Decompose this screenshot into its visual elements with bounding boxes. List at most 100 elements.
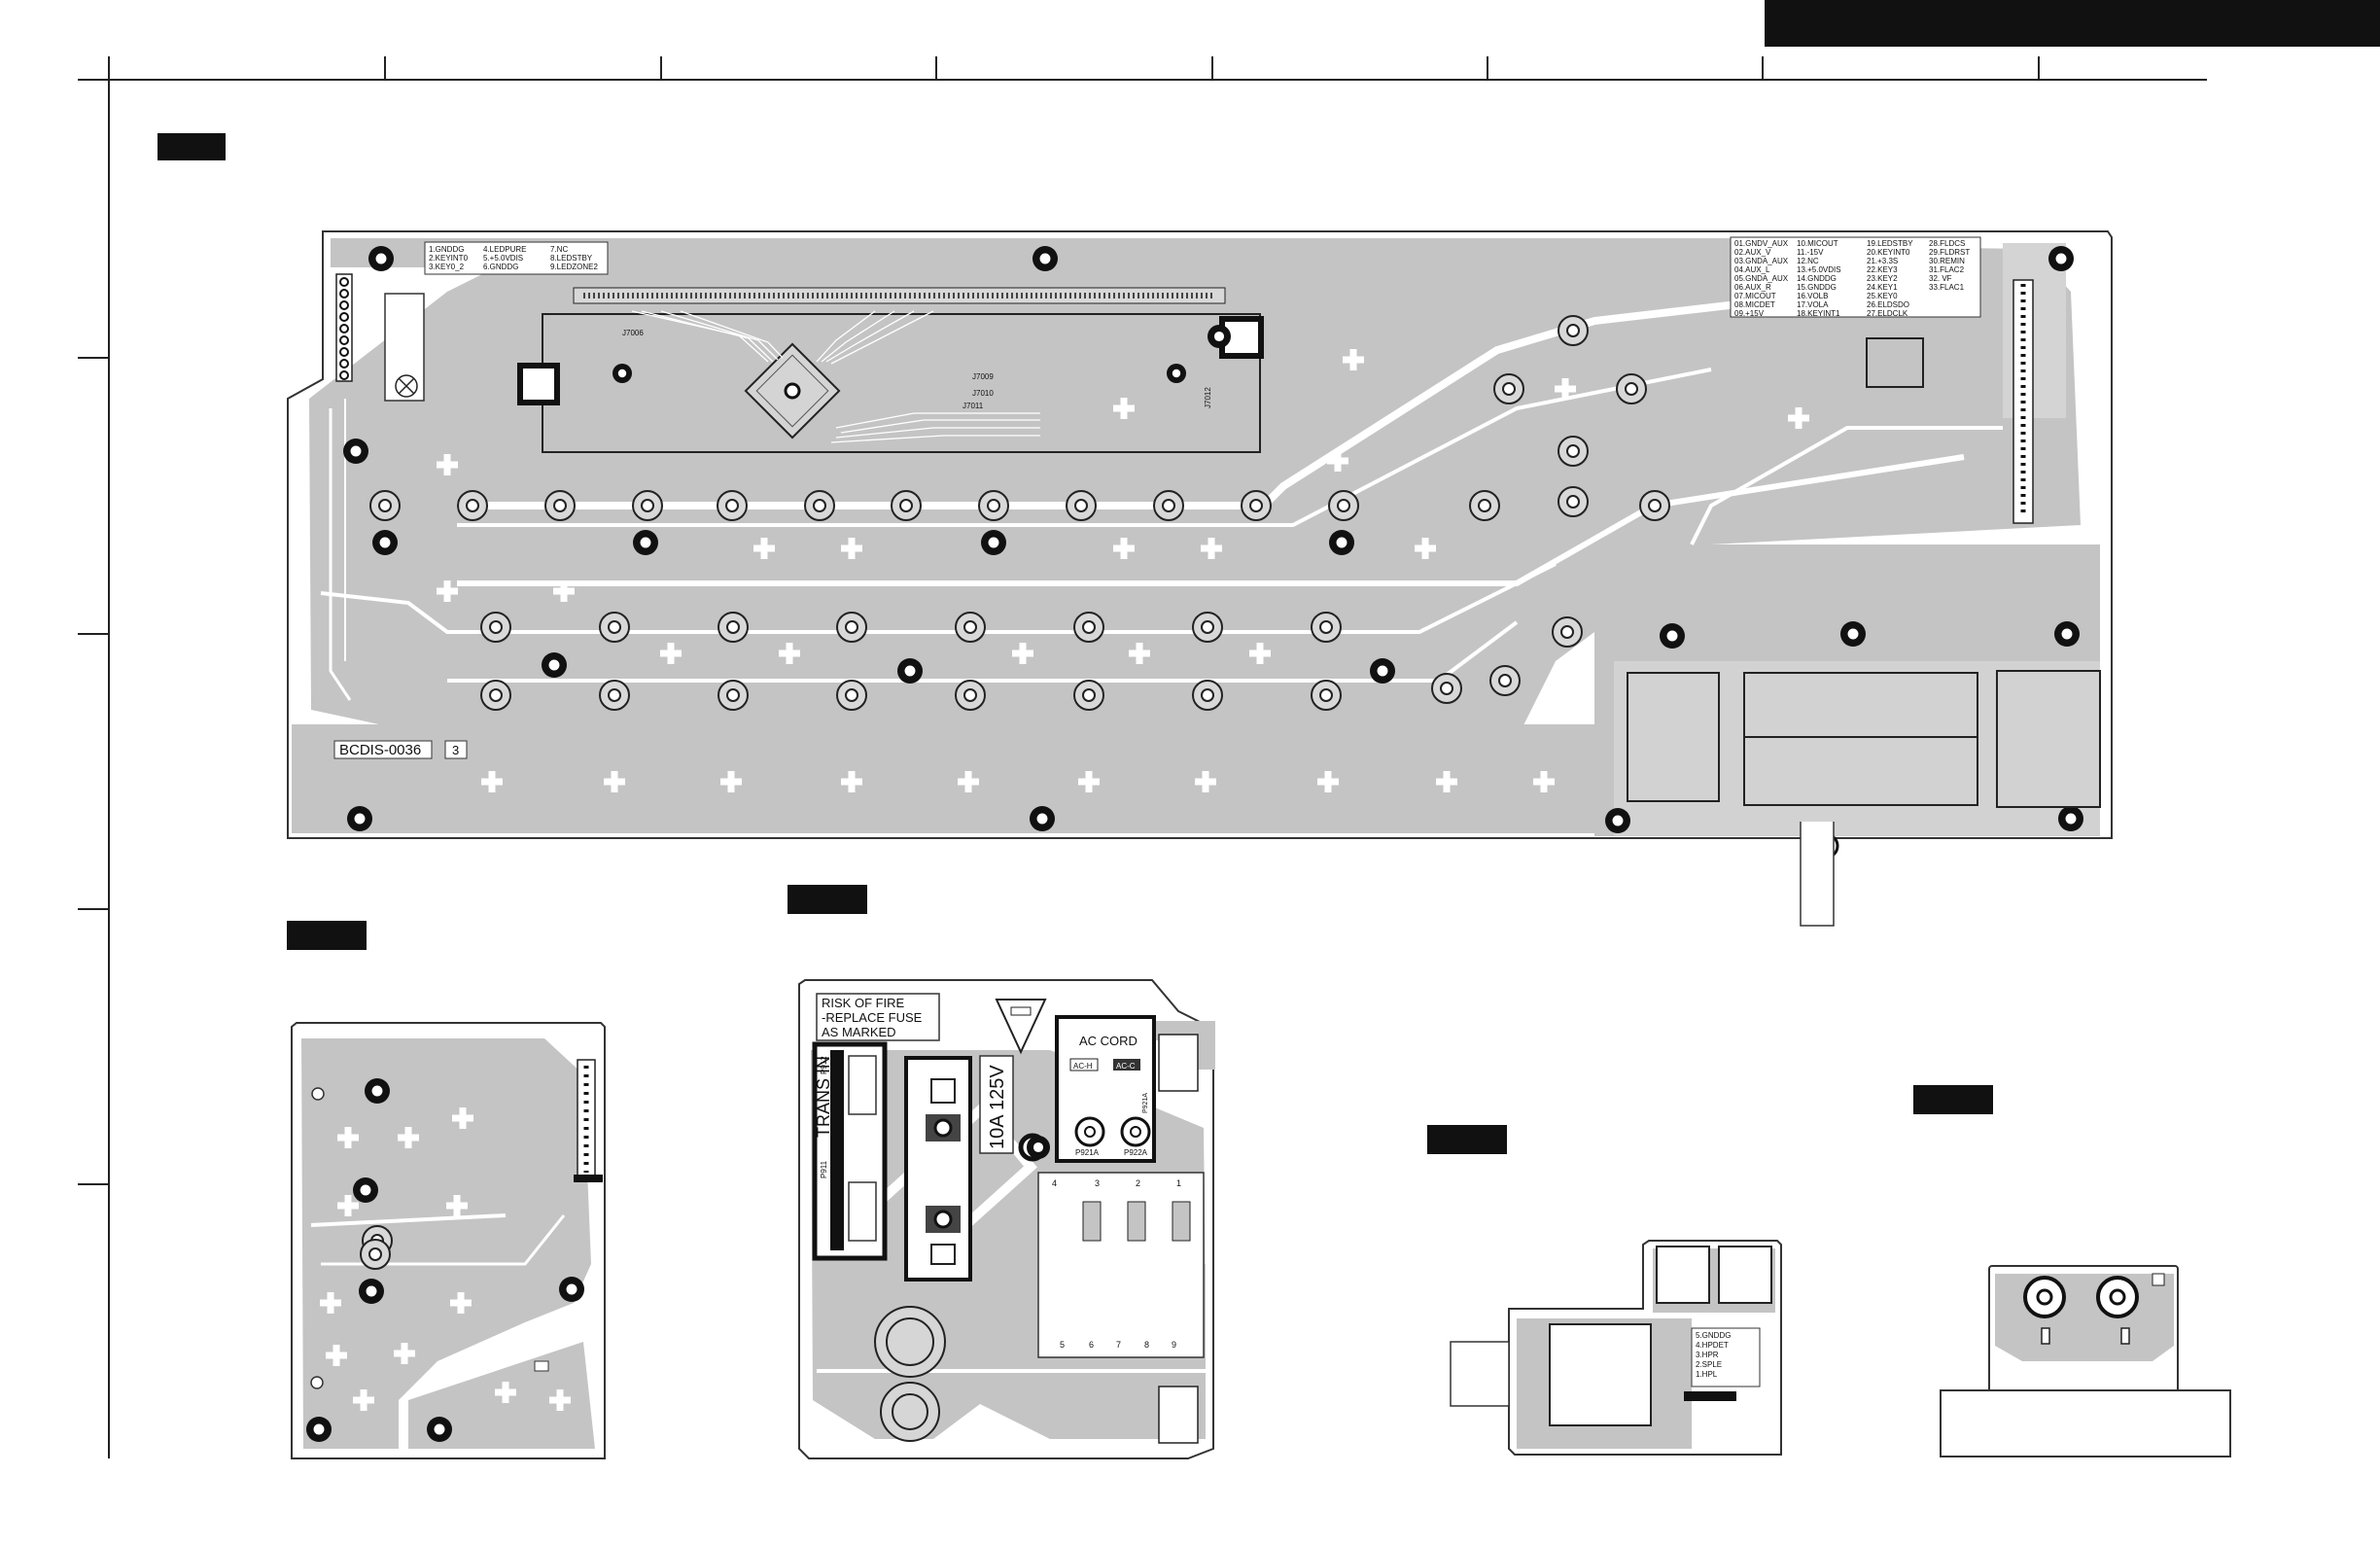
legend-left-item: 7.NC [550, 245, 568, 254]
thermal-cross [1327, 450, 1348, 472]
legend-right-item: 32. VF [1929, 274, 1952, 283]
tact-switch-center [845, 620, 858, 634]
thermal-cross [958, 771, 979, 792]
tact-switch-center [726, 620, 740, 634]
thermal-cross [1788, 407, 1809, 429]
main-front-board: 1.GNDDG 2.KEYINT0 3.KEY0_2 4.LEDPURE 5.+… [287, 230, 2113, 927]
tact-switch-center [608, 620, 621, 634]
warning-line: -REPLACE FUSE [822, 1010, 923, 1025]
fuse-rating: 10A 125V [987, 1065, 1008, 1149]
relay-pin: 7 [1116, 1340, 1121, 1350]
thermal-cross [1317, 771, 1339, 792]
legend-right-item: 29.FLDRST [1929, 248, 1970, 257]
power-board: RISK OF FIRE -REPLACE FUSE AS MARKED TRA… [798, 979, 1215, 1459]
legend-right-item: 16.VOLB [1797, 292, 1828, 300]
mounting-hole-center [313, 1423, 325, 1435]
jack-cluster [1627, 670, 2101, 927]
relay-pin: 1 [1176, 1178, 1181, 1188]
mounting-holes [343, 246, 2083, 833]
tact-switch-center [725, 499, 739, 512]
thermal-cross [1436, 771, 1457, 792]
tact-switch-center [1082, 620, 1096, 634]
tact-switch-center [608, 688, 621, 702]
mounting-hole-center [1377, 665, 1388, 677]
tact-switch-center [489, 688, 503, 702]
tact-switch-center [1566, 444, 1580, 458]
mounting-hole-center [1172, 369, 1181, 378]
hp-pin: 4.HPDET [1696, 1341, 1729, 1350]
thermal-cross [779, 643, 800, 664]
section-tag-power [788, 885, 867, 914]
legend-left-item: 6.GNDDG [483, 263, 518, 271]
legend-right-item: 05.GNDA_AUX [1734, 274, 1789, 283]
rca-jack-board [1940, 1265, 2231, 1457]
thermal-cross [394, 1343, 415, 1364]
relay-pin: 3 [1095, 1178, 1100, 1188]
thermal-cross [1343, 349, 1364, 370]
tact-switch-center [378, 499, 392, 512]
tact-switch-center [1625, 382, 1638, 396]
section-tag-headphone [1427, 1125, 1507, 1154]
tact-switch-center [1560, 625, 1574, 639]
mounting-hole-center [1039, 253, 1051, 264]
jumper-label: J7011 [962, 402, 984, 410]
tact-switch-center [1337, 499, 1350, 512]
mounting-hole-center [640, 537, 651, 548]
legend-right-item: 11.-15V [1797, 248, 1824, 257]
tact-switch-center [963, 620, 977, 634]
legend-right-item: 19.LEDSTBY [1867, 239, 1913, 248]
tact-switch-center [813, 499, 826, 512]
thermal-cross [1113, 538, 1135, 559]
tact-switch-center [553, 499, 567, 512]
mounting-hole-center [617, 369, 627, 378]
mounting-hole-center [1612, 815, 1624, 826]
legend-right-item: 15.GNDDG [1797, 283, 1837, 292]
thermal-cross [604, 771, 625, 792]
pin-legend-right: 01.GNDV_AUX 02.AUX_V 03.GNDA_AUX 04.AUX_… [1730, 236, 1981, 318]
thermal-cross [1249, 643, 1271, 664]
ac-terminal: AC-H [1073, 1062, 1093, 1071]
thermal-cross [437, 454, 458, 475]
tact-switch-center [368, 1247, 382, 1261]
legend-right-item: 20.KEYINT0 [1867, 248, 1910, 257]
thermal-cross [720, 771, 742, 792]
hp-pin: 3.HPR [1696, 1351, 1719, 1359]
tact-switch-center [1566, 495, 1580, 509]
mounting-hole-center [354, 813, 366, 825]
legend-right-item: 21.+3.3S [1867, 257, 1898, 265]
legend-right-item: 27.ELDCLK [1867, 309, 1908, 318]
hp-pin: 1.HPL [1696, 1370, 1718, 1379]
tact-switch-center [1319, 620, 1333, 634]
relay-pin: 4 [1052, 1178, 1057, 1188]
fl-ic [744, 342, 841, 439]
legend-right-item: 08.MICDET [1734, 300, 1775, 309]
left-pin-header [335, 273, 353, 382]
thermal-cross [337, 1195, 359, 1216]
thermal-cross [326, 1345, 347, 1366]
jumper-label: J7006 [622, 329, 644, 337]
board-rev: 3 [452, 743, 459, 757]
mounting-hole-center [548, 659, 560, 671]
tact-switch-center [1498, 674, 1512, 687]
legend-right-item: 01.GNDV_AUX [1734, 239, 1789, 248]
hp-pin: 2.SPLE [1696, 1360, 1722, 1369]
mounting-hole-center [2061, 628, 2073, 640]
tact-switch-center [1319, 688, 1333, 702]
trans-in-label: TRANS IN [814, 1056, 833, 1138]
thermal-cross [660, 643, 682, 664]
tact-switch-center [1074, 499, 1088, 512]
legend-right-item: 24.KEY1 [1867, 283, 1898, 292]
mounting-hole-center [988, 537, 999, 548]
legend-right-item: 31.FLAC2 [1929, 265, 1965, 274]
tact-switch-center [845, 688, 858, 702]
tact-switch-center [963, 688, 977, 702]
legend-left-item: 8.LEDSTBY [550, 254, 593, 263]
thermal-cross [398, 1127, 419, 1148]
legend-right-item: 14.GNDDG [1797, 274, 1837, 283]
sub-board-crosses [320, 1107, 571, 1411]
relay-pin: 5 [1060, 1340, 1065, 1350]
mounting-hole-center [1036, 813, 1048, 825]
mounting-hole-center [566, 1283, 578, 1295]
legend-right-item: 12.NC [1797, 257, 1819, 265]
thermal-cross [549, 1389, 571, 1411]
